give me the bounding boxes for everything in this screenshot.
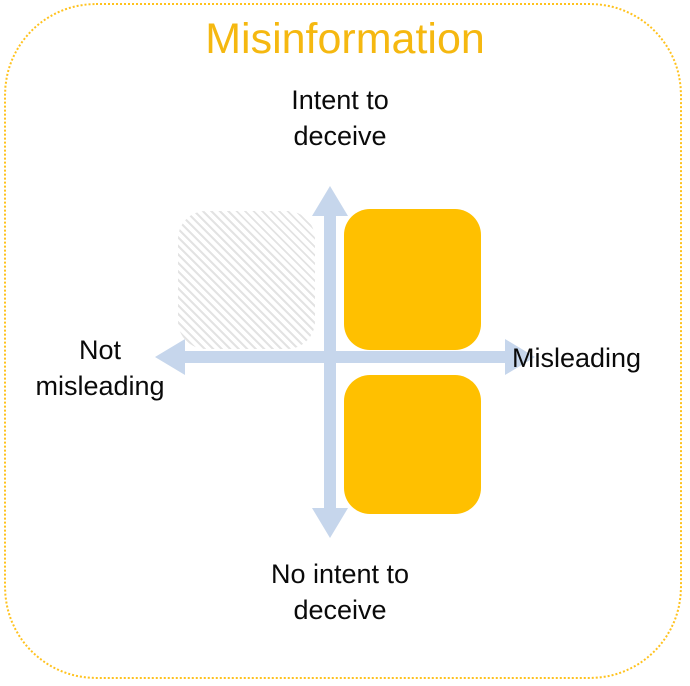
quadrant-cell-bottom-right-filled xyxy=(344,375,481,514)
vertical-axis-arrow xyxy=(312,186,348,538)
axis-label-top-line2: deceive xyxy=(293,121,387,151)
page-title: Misinformation xyxy=(205,15,485,63)
axis-label-left-line2: misleading xyxy=(35,371,165,401)
axis-label-top-line1: Intent to xyxy=(291,85,389,115)
axis-label-bottom-line2: deceive xyxy=(293,595,387,625)
quadrant-cell-top-right-filled xyxy=(344,209,481,350)
axis-label-bottom-line1: No intent to xyxy=(270,559,410,589)
axis-label-right: Misleading xyxy=(512,343,642,373)
axis-label-left-line1: Not xyxy=(78,335,122,365)
axis-label-top: Intent to deceive xyxy=(195,82,485,154)
axis-label-left: Not misleading xyxy=(6,332,194,404)
quadrant-cell-top-left-hatched xyxy=(178,211,315,349)
axis-label-bottom: No intent to deceive xyxy=(185,556,495,628)
